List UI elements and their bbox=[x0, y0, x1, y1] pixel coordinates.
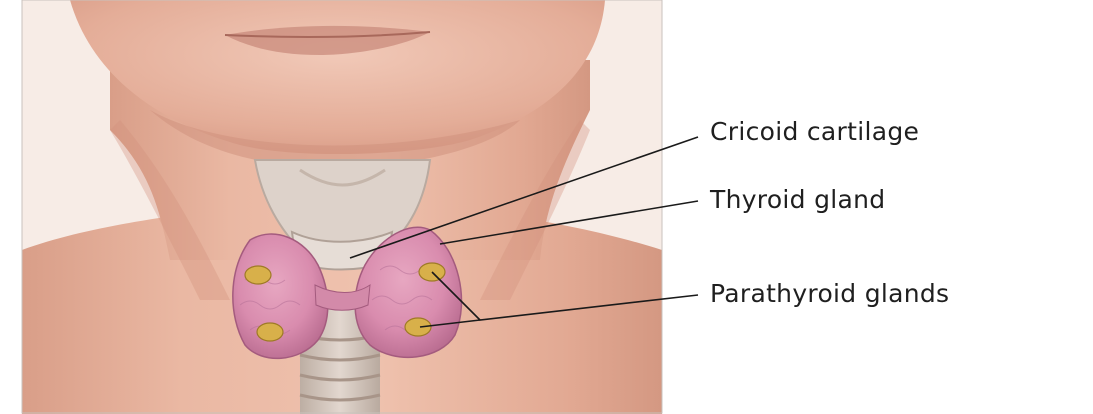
label-cricoid-cartilage: Cricoid cartilage bbox=[710, 117, 919, 146]
label-thyroid-gland: Thyroid gland bbox=[709, 185, 885, 214]
parathyroid-left-lower bbox=[257, 323, 283, 341]
parathyroid-right-lower bbox=[405, 318, 431, 336]
parathyroid-left-upper bbox=[245, 266, 271, 284]
label-parathyroid-glands: Parathyroid glands bbox=[710, 279, 949, 308]
